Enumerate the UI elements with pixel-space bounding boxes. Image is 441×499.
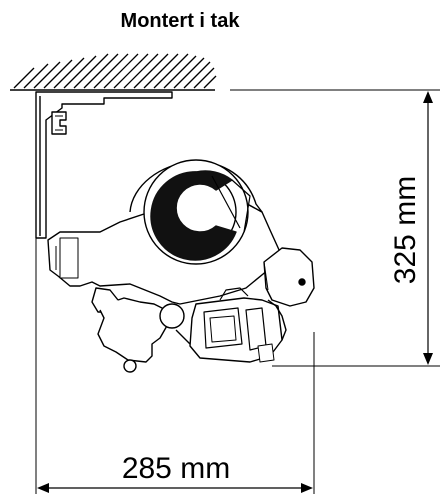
diagram-title: Montert i tak	[120, 10, 240, 32]
width-label: 285 mm	[122, 452, 230, 485]
ceiling-hatch	[10, 53, 217, 91]
width-dimension-line	[37, 483, 313, 493]
height-label: 325 mm	[389, 176, 422, 284]
height-dimension-line	[423, 91, 433, 365]
awning-mechanism	[35, 91, 315, 373]
